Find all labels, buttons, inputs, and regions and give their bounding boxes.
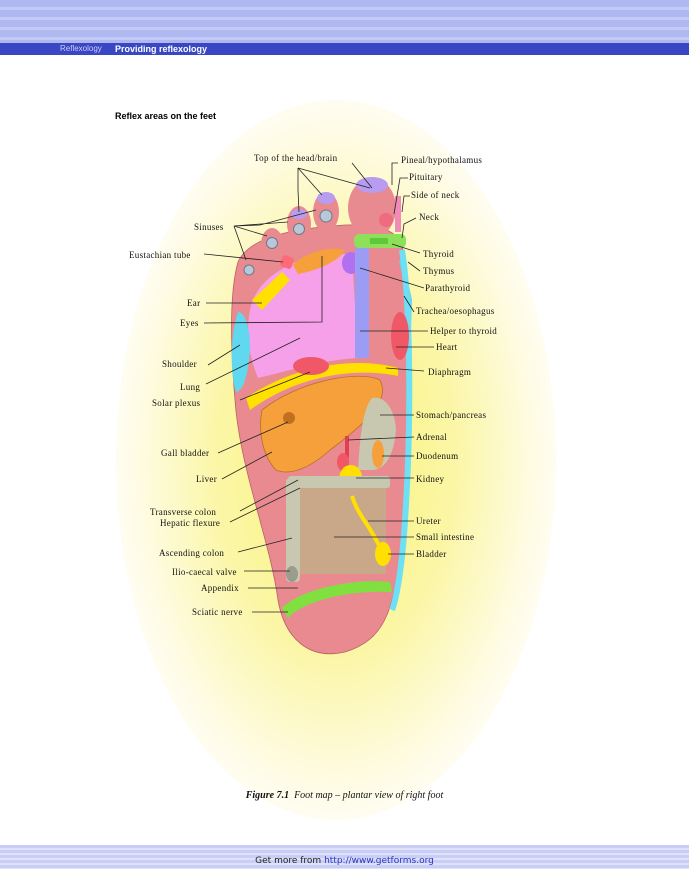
leader-lines [203, 162, 434, 613]
label-trachea: Trachea/oesophagus [416, 306, 495, 316]
footer-link[interactable]: http://www.getforms.org [324, 856, 434, 866]
label-helper-thyroid: Helper to thyroid [430, 326, 497, 336]
nav-bar [0, 43, 689, 55]
label-bladder: Bladder [416, 549, 447, 559]
ear-band [252, 272, 290, 310]
duodenum-area [372, 440, 384, 468]
solar-plexus [293, 357, 329, 375]
liver-area [260, 375, 383, 473]
nav-chapter[interactable]: Providing reflexology [115, 44, 208, 54]
label-shoulder: Shoulder [162, 359, 197, 369]
label-solar-plexus: Solar plexus [152, 398, 201, 408]
label-liver: Liver [196, 474, 217, 484]
side-neck-bar [395, 196, 401, 232]
label-appendix: Appendix [201, 583, 239, 593]
spine-column [355, 248, 369, 358]
appendix-dot [286, 566, 298, 582]
label-thymus: Thymus [423, 266, 454, 276]
eyes-band [293, 248, 345, 274]
label-transverse-colon: Transverse colon [150, 507, 216, 517]
thyroid-inner [370, 238, 388, 244]
ureter-line [350, 495, 382, 549]
brain-tip-big [356, 177, 388, 193]
label-eyes: Eyes [180, 318, 199, 328]
brain-tip-2 [317, 192, 335, 204]
label-hepatic-flexure: Hepatic flexure [160, 518, 220, 528]
transverse-colon [288, 476, 390, 488]
eustachian-dot [280, 255, 294, 269]
label-diaphragm: Diaphragm [428, 367, 471, 377]
label-small-intestine: Small intestine [416, 532, 474, 542]
shoulder-area [231, 312, 250, 392]
footer: Get more from http://www.getforms.org [0, 856, 689, 866]
label-sciatic: Sciatic nerve [192, 607, 243, 617]
label-ascending-colon: Ascending colon [159, 548, 224, 558]
label-lung: Lung [180, 382, 200, 392]
label-parathyroid: Parathyroid [425, 283, 470, 293]
heart-area [391, 312, 409, 360]
gall-bladder-dot [283, 412, 295, 424]
label-adrenal: Adrenal [416, 432, 447, 442]
sciatic-band [282, 581, 392, 618]
label-eustachian: Eustachian tube [129, 250, 191, 260]
label-side-of-neck: Side of neck [411, 190, 460, 200]
nav-section[interactable]: Reflexology [60, 44, 102, 53]
brain-tip-3 [291, 209, 307, 219]
label-gall-bladder: Gall bladder [161, 448, 209, 458]
label-ureter: Ureter [416, 516, 441, 526]
sinus-dot-1 [319, 209, 333, 223]
figure-text: Foot map – plantar view of right foot [294, 790, 444, 801]
label-sinuses: Sinuses [194, 222, 224, 232]
label-heart: Heart [436, 342, 458, 352]
ascending-colon [286, 478, 300, 582]
adrenal-mark [345, 436, 349, 458]
inner-edge [389, 249, 413, 612]
pituitary-dot [379, 213, 393, 227]
figure-caption: Figure 7.1 Foot map – plantar view of ri… [0, 790, 689, 801]
label-kidney: Kidney [416, 474, 444, 484]
footer-band [0, 845, 689, 869]
label-ear: Ear [187, 298, 200, 308]
label-neck: Neck [419, 212, 439, 222]
footer-text: Get more from [255, 856, 325, 866]
label-thyroid: Thyroid [423, 249, 454, 259]
label-ileo-caecal: Ilio-caecal valve [172, 567, 237, 577]
figure-number: Figure 7.1 [245, 790, 290, 801]
label-pituitary: Pituitary [409, 172, 443, 182]
stomach-area [358, 397, 396, 470]
sinus-dot-4 [243, 264, 255, 276]
label-duodenum: Duodenum [416, 451, 458, 461]
sinus-dot-2 [293, 223, 305, 235]
label-top-of-head: Top of the head/brain [254, 153, 338, 163]
sinus-dot-3 [266, 237, 278, 249]
section-heading: Reflex areas on the feet [115, 111, 217, 121]
label-pineal: Pineal/hypothalamus [401, 155, 482, 165]
label-stomach: Stomach/pancreas [416, 410, 486, 420]
header-band [0, 0, 689, 43]
bladder-area [375, 542, 391, 566]
